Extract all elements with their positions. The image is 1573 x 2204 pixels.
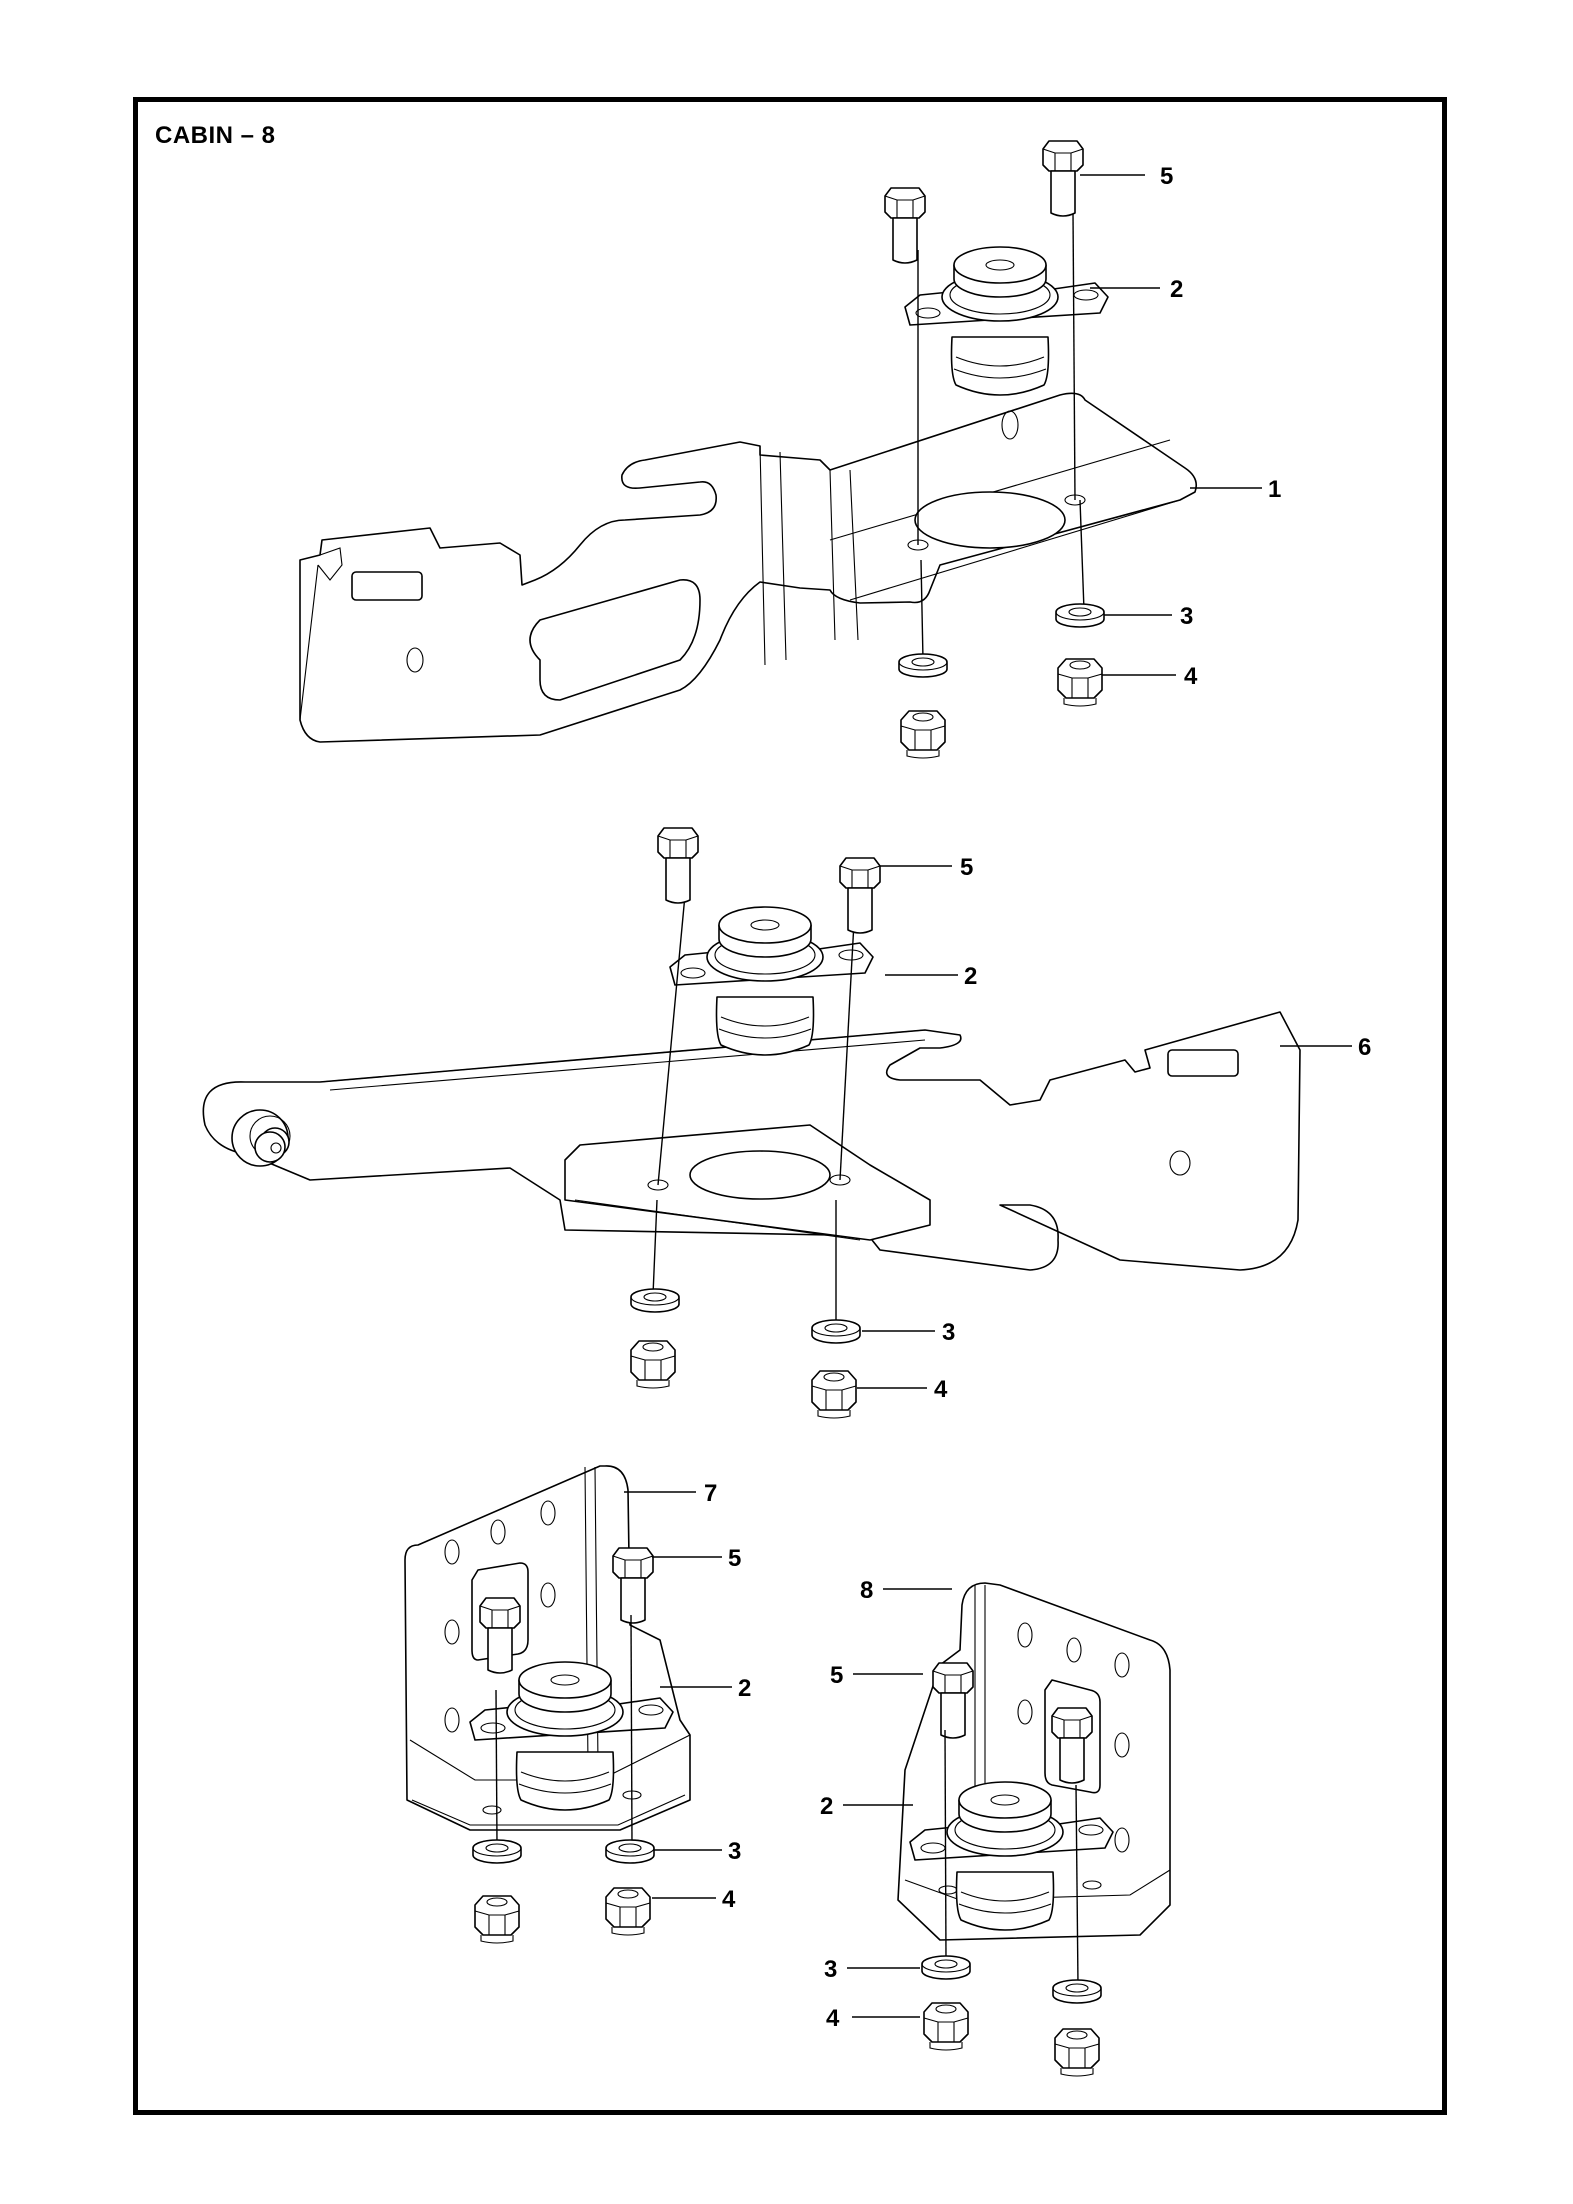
callout-label: 4 bbox=[722, 1886, 736, 1913]
bolt-icon bbox=[1042, 140, 1084, 217]
callout-label: 3 bbox=[1180, 603, 1193, 630]
callout-label: 5 bbox=[1160, 163, 1173, 190]
callout-label: 4 bbox=[934, 1376, 948, 1403]
bolt-icon bbox=[839, 857, 881, 934]
callout-label: 5 bbox=[960, 854, 973, 881]
washer-icon bbox=[1055, 603, 1105, 628]
nut-icon bbox=[474, 1895, 520, 1944]
bolt-icon bbox=[884, 187, 926, 264]
lower-left-assembly: 7 5 2 3 4 bbox=[404, 1465, 751, 1944]
callout-label: 3 bbox=[824, 1956, 837, 1983]
drawing-frame bbox=[133, 97, 1447, 2115]
middle-assembly: 5 2 6 3 4 bbox=[202, 827, 1371, 1419]
washer-icon bbox=[1052, 1979, 1102, 2004]
nut-icon bbox=[605, 1887, 651, 1936]
washer-icon bbox=[921, 1955, 971, 1980]
bracket-1 bbox=[299, 392, 1198, 743]
nut-icon bbox=[630, 1340, 676, 1389]
callout-label: 2 bbox=[1170, 276, 1183, 303]
callout-label: 2 bbox=[738, 1675, 751, 1702]
washer-icon bbox=[472, 1839, 522, 1864]
callout-label: 2 bbox=[820, 1793, 833, 1820]
page-title: CABIN – 8 bbox=[155, 122, 276, 149]
callout-label: 7 bbox=[704, 1480, 717, 1507]
upper-assembly: 5 2 1 3 4 bbox=[299, 140, 1281, 759]
lower-right-assembly: 8 5 2 3 4 bbox=[820, 1577, 1171, 2077]
callout-label: 4 bbox=[1184, 663, 1198, 690]
callout-label: 5 bbox=[830, 1662, 843, 1689]
rubber-mount-icon bbox=[904, 246, 1109, 396]
callout-label: 4 bbox=[826, 2005, 840, 2032]
washer-icon bbox=[605, 1839, 655, 1864]
washer-icon bbox=[630, 1288, 680, 1313]
washer-icon bbox=[898, 653, 948, 678]
callout-label: 5 bbox=[728, 1545, 741, 1572]
callout-label: 8 bbox=[860, 1577, 873, 1604]
callout-label: 2 bbox=[964, 963, 977, 990]
nut-icon bbox=[923, 2002, 969, 2051]
nut-icon bbox=[811, 1370, 857, 1419]
nut-icon bbox=[1057, 658, 1103, 707]
callout-label: 6 bbox=[1358, 1034, 1371, 1061]
washer-icon bbox=[811, 1319, 861, 1344]
bolt-icon bbox=[657, 827, 699, 904]
rubber-mount-icon bbox=[669, 906, 874, 1056]
callout-label: 1 bbox=[1268, 476, 1281, 503]
nut-icon bbox=[900, 710, 946, 759]
callout-label: 3 bbox=[728, 1838, 741, 1865]
nut-icon bbox=[1054, 2028, 1100, 2077]
callout-label: 3 bbox=[942, 1319, 955, 1346]
